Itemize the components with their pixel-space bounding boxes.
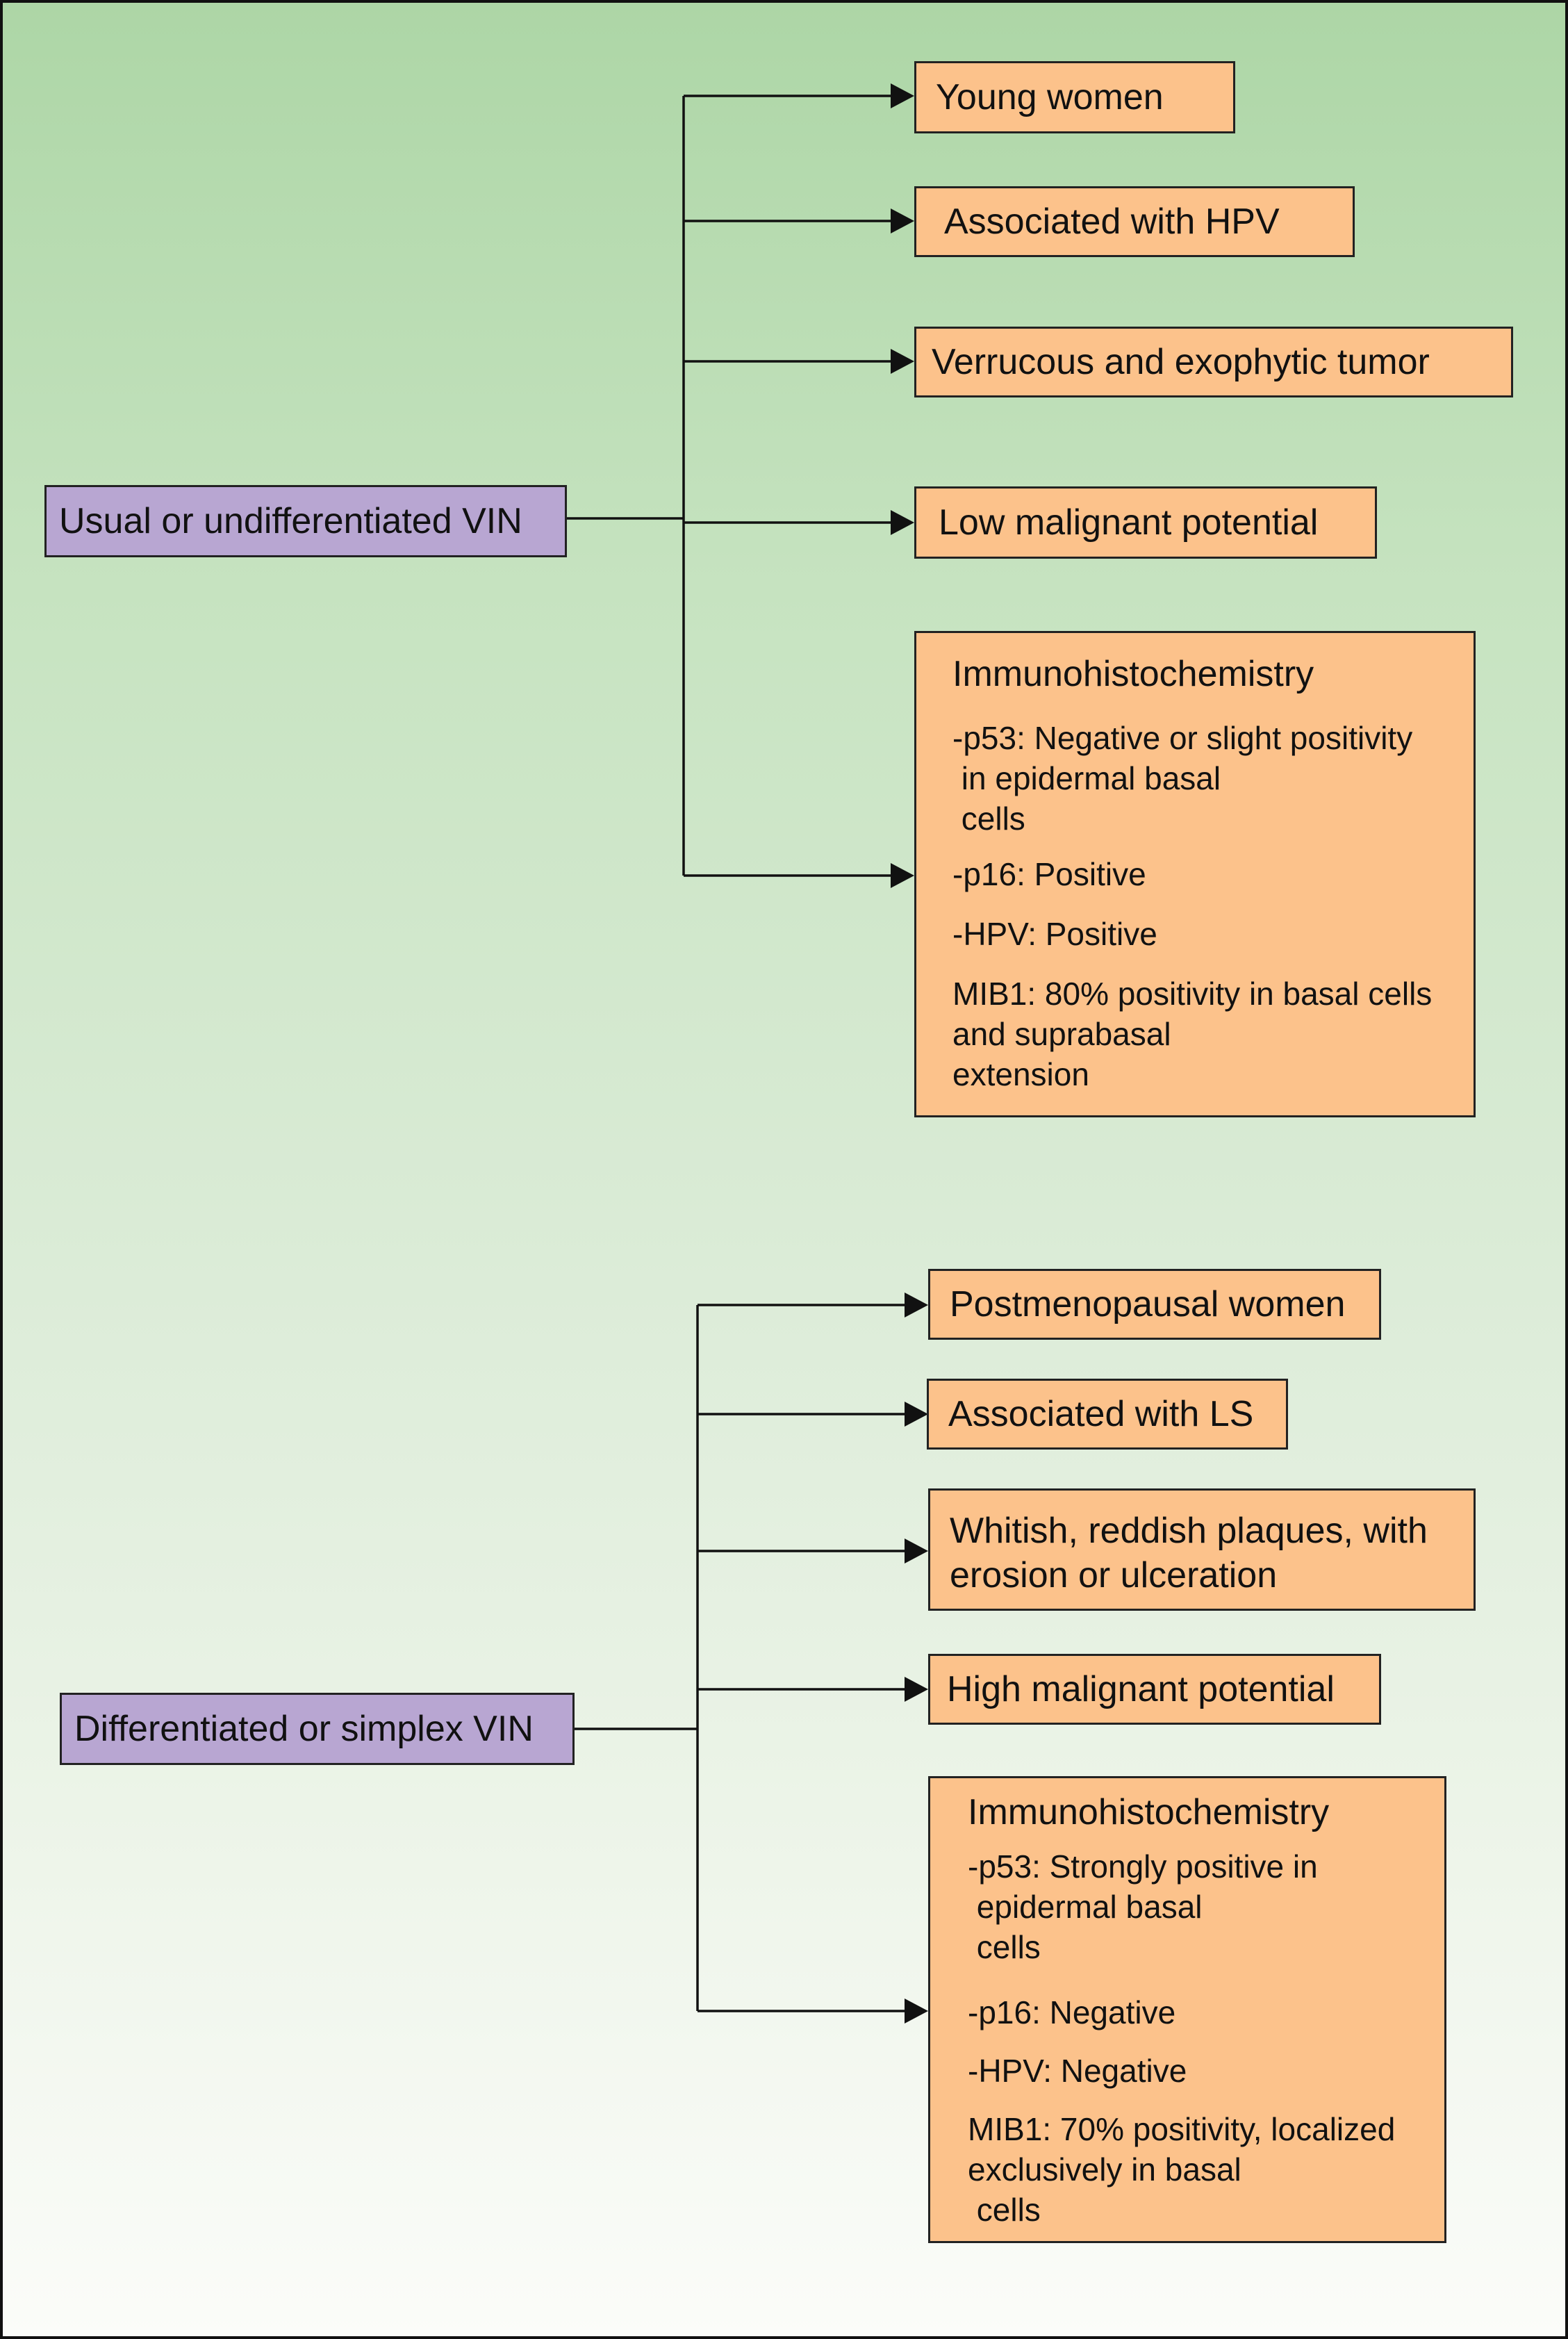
arrowhead-1-4 [891,510,914,535]
arrowhead-1-3 [891,349,914,374]
arrowhead-2-3 [905,1538,928,1564]
feature-label: Verrucous and exophytic tumor [932,341,1430,382]
arrowhead-1-5 [891,863,914,888]
connector-layer [567,83,928,2024]
arrowhead-2-2 [905,1402,928,1427]
feature-box-associated-ls: Associated with LS [927,1379,1288,1450]
feature-label: Associated with LS [948,1393,1254,1434]
root-label: Differentiated or simplex VIN [74,1708,534,1749]
feature-box-young-women: Young women [914,61,1235,133]
root-box-usual-vin: Usual or undifferentiated VIN [44,485,567,557]
arrowhead-2-1 [905,1292,928,1318]
root-box-differentiated-vin: Differentiated or simplex VIN [60,1693,575,1765]
feature-box-verrucous-tumor: Verrucous and exophytic tumor [914,327,1513,397]
feature-box-associated-hpv: Associated with HPV [914,186,1355,257]
ihc-item-mib1: MIB1: 70% positivity, localized exclusiv… [968,2111,1396,2228]
immunohistochemistry-box-differentiated: Immunohistochemistry -p53: Strongly posi… [928,1776,1446,2243]
ihc-item-p16: -p16: Negative [968,1994,1176,2030]
ihc-title: Immunohistochemistry [952,654,1314,694]
feature-box-postmenopausal: Postmenopausal women [928,1269,1381,1340]
ihc-item-p53: -p53: Negative or slight positivity in e… [952,720,1413,837]
feature-box-high-malignant: High malignant potential [928,1654,1381,1725]
ihc-item-p53: -p53: Strongly positive in epidermal bas… [968,1848,1318,1965]
ihc-item-hpv: -HPV: Negative [968,2053,1187,2089]
arrowhead-2-5 [905,1999,928,2024]
arrowhead-1-1 [891,83,914,108]
feature-label: Low malignant potential [939,502,1319,543]
root-label: Usual or undifferentiated VIN [59,500,522,541]
feature-label: Postmenopausal women [950,1283,1346,1324]
arrowhead-2-4 [905,1677,928,1702]
arrowhead-1-2 [891,208,914,233]
feature-box-whitish-plaques: Whitish, reddish plaques, with erosion o… [928,1488,1476,1611]
feature-box-low-malignant: Low malignant potential [914,486,1377,559]
feature-label: High malignant potential [947,1668,1335,1709]
ihc-item-mib1: MIB1: 80% positivity in basal cells and … [952,976,1433,1092]
ihc-item-hpv: -HPV: Positive [952,916,1157,952]
feature-label: Associated with HPV [944,201,1280,242]
feature-label: Young women [936,76,1164,117]
immunohistochemistry-box-usual: Immunohistochemistry -p53: Negative or s… [914,631,1476,1117]
ihc-title: Immunohistochemistry [968,1792,1330,1832]
ihc-item-p16: -p16: Positive [952,856,1146,892]
feature-label: Whitish, reddish plaques, with erosion o… [950,1511,1428,1595]
